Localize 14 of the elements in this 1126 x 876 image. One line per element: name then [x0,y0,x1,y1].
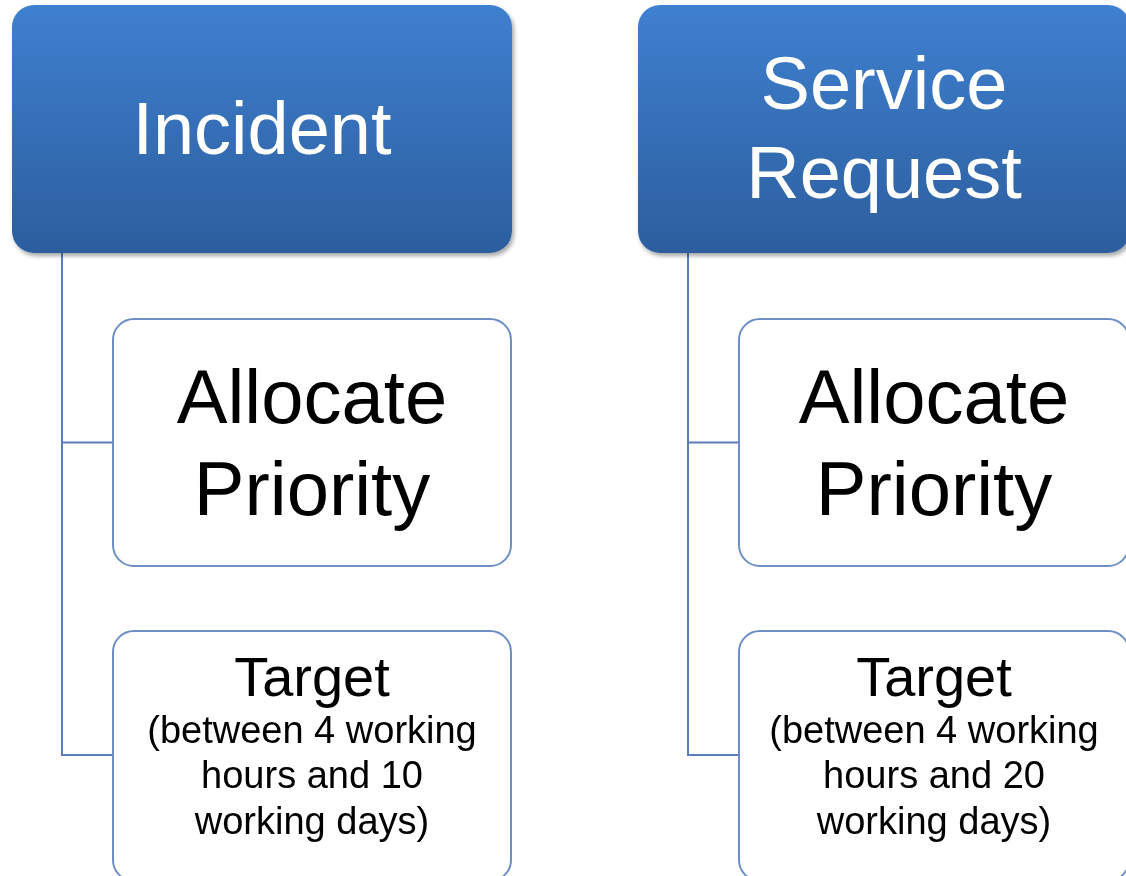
step-title: Target [856,646,1012,708]
step-box [112,630,512,876]
category-box [12,5,512,253]
step-title: Allocate Priority [175,353,449,533]
category-box [638,5,1126,253]
category-title: Service Request [745,41,1023,216]
step-title: Target [234,646,390,708]
step-description: (between 4 working hours and 20 working days) [768,708,1100,844]
step-description: (between 4 working hours and 10 working days) [146,708,478,844]
step-box [112,318,512,567]
step-box [738,630,1126,876]
category-title: Incident [132,85,392,172]
step-box [738,318,1126,567]
step-title: Allocate Priority [797,353,1071,533]
